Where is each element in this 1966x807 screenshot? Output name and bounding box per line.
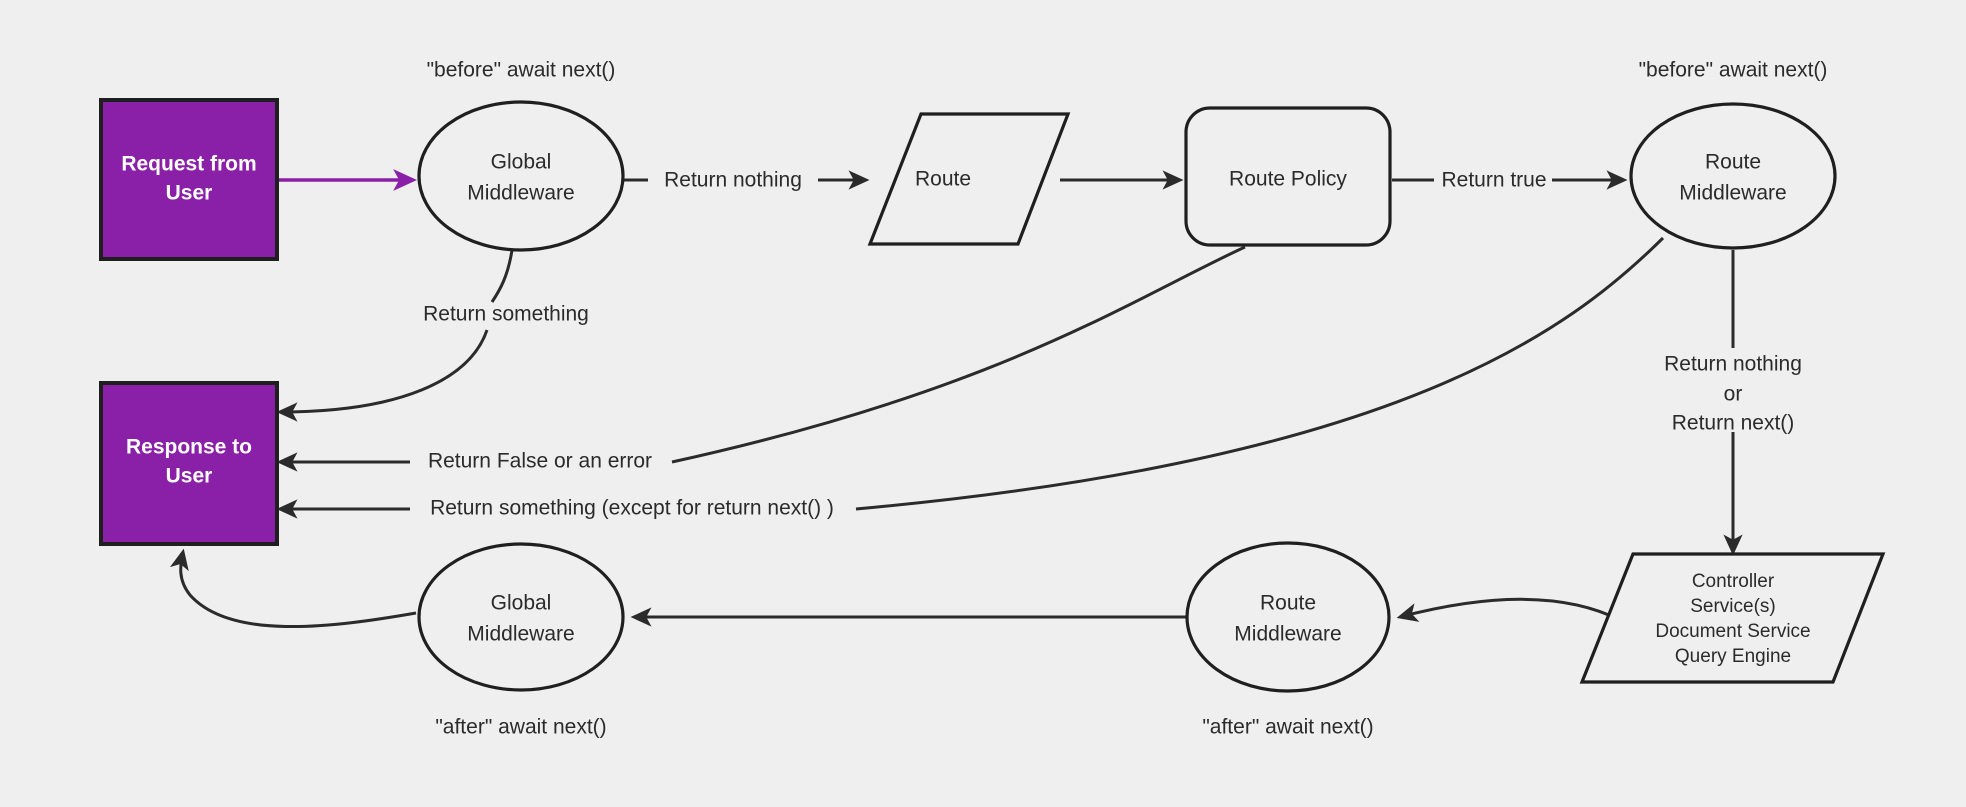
label-before-await-next-right: "before" await next()	[1639, 59, 1828, 82]
route-middleware-bottom-line1: Route	[1260, 592, 1316, 615]
global-middleware-top-line1: Global	[491, 151, 552, 174]
node-route-policy[interactable]: Route Policy	[1184, 106, 1392, 247]
node-route-middleware-bottom[interactable]: Route Middleware	[1185, 541, 1391, 693]
edge-label-return-nothing-or-next-2: or	[1724, 383, 1743, 406]
label-after-await-next-left: "after" await next()	[435, 716, 606, 739]
edge-label-return-something-top: Return something	[423, 303, 589, 326]
edge-route-policy-return-false-to-response	[671, 245, 1246, 464]
global-middleware-bottom-line2: Middleware	[467, 623, 574, 646]
request-box-line1: Request from	[121, 153, 256, 176]
global-middleware-bottom-line1: Global	[491, 592, 552, 615]
edge-controller-to-route-middleware-bottom	[1396, 597, 1621, 622]
edge-label-return-nothing-or-next-1: Return nothing	[1664, 353, 1802, 376]
node-global-middleware-top[interactable]: Global Middleware	[417, 100, 625, 252]
route-middleware-bottom-line2: Middleware	[1234, 623, 1341, 646]
edge-label-return-something-except-next: Return something (except for return next…	[430, 497, 834, 520]
label-before-await-next-left: "before" await next()	[427, 59, 616, 82]
edge-return-something-curve-to-response	[276, 329, 489, 422]
controller-line2: Service(s)	[1690, 596, 1776, 617]
route-policy-label: Route Policy	[1229, 168, 1347, 191]
edge-route-middleware-return-something-to-response	[855, 236, 1665, 511]
global-middleware-top-line2: Middleware	[467, 182, 574, 205]
request-box-line2: User	[166, 182, 213, 205]
edge-label-return-true: Return true	[1441, 169, 1546, 192]
edge-label-return-nothing: Return nothing	[664, 169, 802, 192]
controller-line3: Document Service	[1655, 621, 1810, 642]
route-label: Route	[915, 168, 971, 191]
node-request-from-user[interactable]: Request from User	[99, 98, 279, 261]
response-box-line1: Response to	[126, 436, 252, 459]
route-middleware-top-line2: Middleware	[1679, 182, 1786, 205]
edge-label-return-nothing-or-next-3: Return next()	[1672, 412, 1795, 435]
node-route-middleware-top[interactable]: Route Middleware	[1629, 102, 1837, 250]
edge-label-return-false-or-error: Return False or an error	[428, 450, 652, 473]
edge-global-middleware-return-something-to-response	[490, 249, 514, 303]
response-box-line2: User	[166, 465, 213, 488]
label-after-await-next-right: "after" await next()	[1202, 716, 1373, 739]
node-response-to-user[interactable]: Response to User	[99, 381, 279, 546]
node-route[interactable]: Route	[867, 112, 1071, 246]
route-middleware-top-line1: Route	[1705, 151, 1761, 174]
controller-line1: Controller	[1692, 571, 1775, 592]
node-global-middleware-bottom[interactable]: Global Middleware	[417, 542, 625, 692]
controller-line4: Query Engine	[1675, 646, 1791, 667]
node-controller-services[interactable]: Controller Service(s) Document Service Q…	[1579, 552, 1886, 684]
edge-global-middleware-bottom-to-response	[169, 548, 417, 628]
